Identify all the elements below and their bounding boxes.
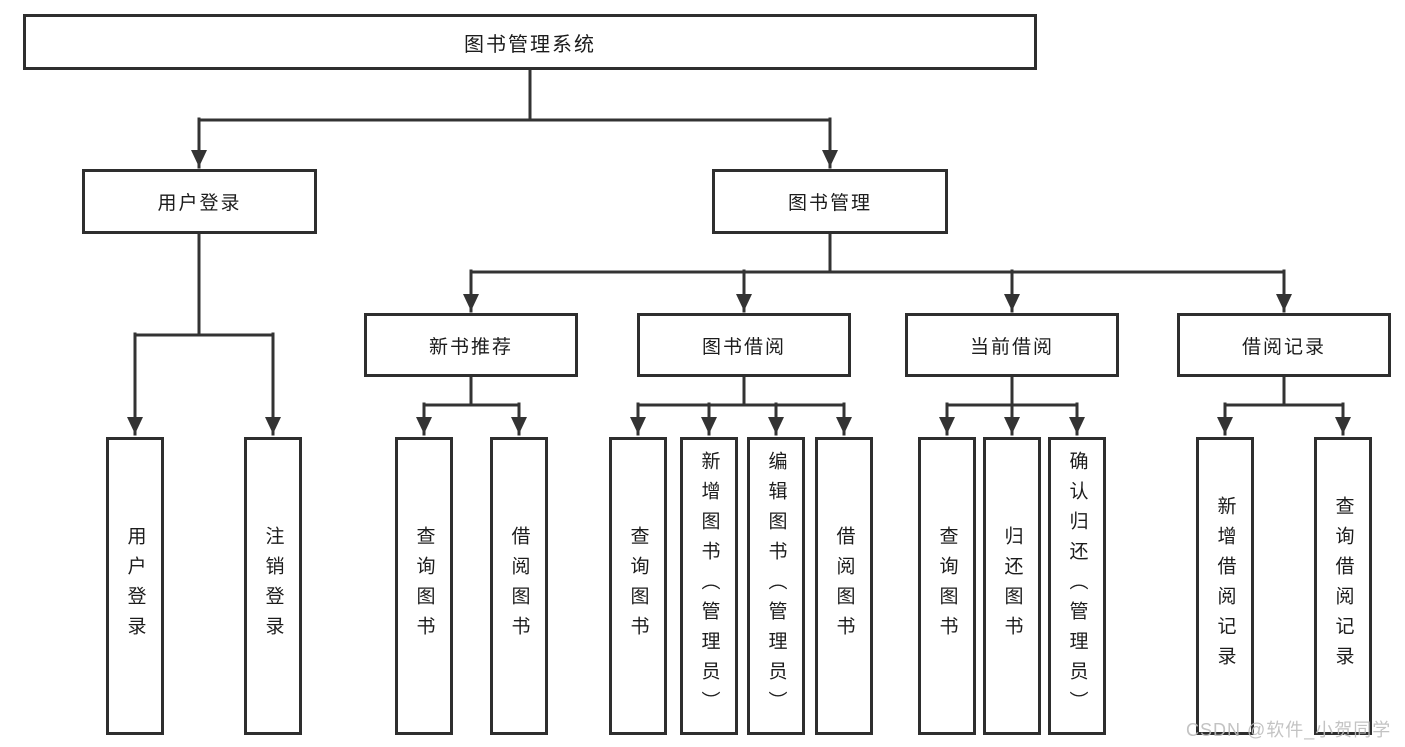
- leaf-cb-return-books-label: 归还图书: [1001, 526, 1023, 646]
- node-user-login-label: 用户登录: [157, 193, 242, 214]
- leaf-cb-confirm-return-admin-label: 确认归还（管理员）: [1066, 451, 1088, 721]
- node-current-borrow-label: 当前借阅: [969, 336, 1054, 358]
- leaf-br-add-record-label: 新增借阅记录: [1214, 496, 1236, 676]
- leaf-user-login: 用户登录: [106, 437, 164, 735]
- leaf-cb-confirm-return-admin: 确认归还（管理员）: [1048, 437, 1106, 735]
- node-user-login: 用户登录: [82, 169, 317, 234]
- node-new-book-rec-label: 新书推荐: [428, 336, 513, 358]
- leaf-bb-borrow-books-label: 借阅图书: [833, 526, 855, 646]
- leaf-bb-query-books: 查询图书: [609, 437, 667, 735]
- leaf-cb-return-books: 归还图书: [983, 437, 1041, 735]
- leaf-cb-query-books-label: 查询图书: [936, 526, 958, 646]
- node-borrow-records-label: 借阅记录: [1241, 336, 1326, 358]
- leaf-bb-add-books-admin-label: 新增图书（管理员）: [698, 451, 720, 721]
- leaf-bb-query-books-label: 查询图书: [627, 526, 649, 646]
- node-root: 图书管理系统: [23, 14, 1037, 70]
- node-book-mgmt: 图书管理: [712, 169, 948, 234]
- node-root-label: 图书管理系统: [464, 33, 596, 56]
- leaf-nbr-query-books-label: 查询图书: [413, 526, 435, 646]
- leaf-br-query-record-label: 查询借阅记录: [1332, 496, 1354, 676]
- leaf-br-query-record: 查询借阅记录: [1314, 437, 1372, 735]
- leaf-bb-edit-books-admin-label: 编辑图书（管理员）: [765, 451, 787, 721]
- leaf-logout-label: 注销登录: [262, 526, 284, 646]
- leaf-bb-add-books-admin: 新增图书（管理员）: [680, 437, 738, 735]
- leaf-nbr-query-books: 查询图书: [395, 437, 453, 735]
- node-borrow-records: 借阅记录: [1177, 313, 1391, 377]
- node-book-borrow: 图书借阅: [637, 313, 851, 377]
- leaf-cb-query-books: 查询图书: [918, 437, 976, 735]
- node-current-borrow: 当前借阅: [905, 313, 1119, 377]
- leaf-nbr-borrow-books: 借阅图书: [490, 437, 548, 735]
- node-book-mgmt-label: 图书管理: [787, 193, 872, 214]
- leaf-br-add-record: 新增借阅记录: [1196, 437, 1254, 735]
- leaf-logout: 注销登录: [244, 437, 302, 735]
- leaf-bb-edit-books-admin: 编辑图书（管理员）: [747, 437, 805, 735]
- csdn-watermark: CSDN @软件_小贺同学: [1186, 720, 1392, 740]
- node-book-borrow-label: 图书借阅: [701, 336, 786, 358]
- leaf-user-login-label: 用户登录: [124, 526, 146, 646]
- leaf-bb-borrow-books: 借阅图书: [815, 437, 873, 735]
- leaf-nbr-borrow-books-label: 借阅图书: [508, 526, 530, 646]
- node-new-book-rec: 新书推荐: [364, 313, 578, 377]
